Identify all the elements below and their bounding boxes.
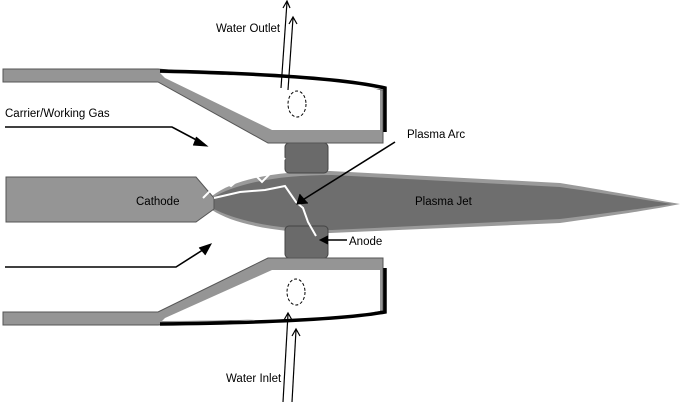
anode-ring-top <box>284 142 329 174</box>
gas-arrow-upper <box>5 126 205 145</box>
lower-coolant-port <box>286 278 306 306</box>
lower-water-channel <box>162 270 380 321</box>
upper-water-channel <box>160 73 380 130</box>
anode-leader <box>318 235 347 245</box>
anode-ring-bottom <box>284 225 329 259</box>
cathode <box>5 176 215 223</box>
cathode-label: Cathode <box>136 196 179 208</box>
plasma-arc-label: Plasma Arc <box>407 129 465 141</box>
carrier-gas-label: Carrier/Working Gas <box>5 108 110 120</box>
plasma-jet-label: Plasma Jet <box>415 196 473 208</box>
arc-path-top <box>202 157 286 199</box>
water-outlet-arrows <box>280 0 298 91</box>
gas-arrow-lower <box>5 245 210 268</box>
anode-label: Anode <box>349 236 382 248</box>
upper-jacket-outline <box>159 69 387 132</box>
lower-torch-wall <box>2 257 387 326</box>
water-outlet-label: Water Outlet <box>216 23 281 35</box>
plasma-jet-core <box>212 175 672 230</box>
carrier-gas-arrows <box>5 126 213 268</box>
upper-torch-wall <box>2 68 387 144</box>
water-inlet-label: Water Inlet <box>226 373 282 385</box>
arc-path-bottom <box>213 184 317 237</box>
plasma-arc-leader <box>296 141 396 205</box>
upper-coolant-port <box>287 90 307 118</box>
water-inlet-arrows <box>282 311 301 403</box>
lower-jacket-outline <box>159 268 387 326</box>
plasma-arc <box>202 157 317 237</box>
